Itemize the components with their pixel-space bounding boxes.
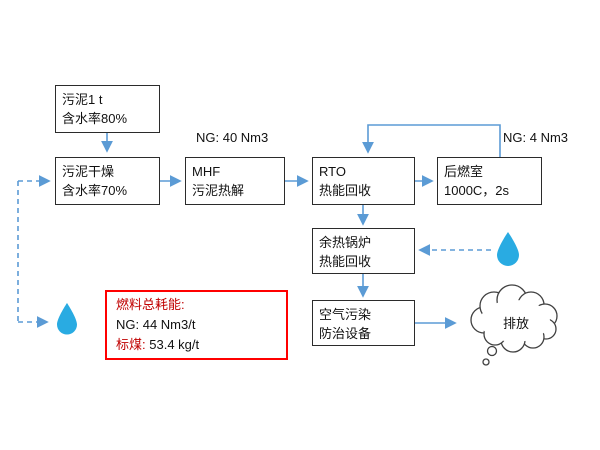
box-mhf-line1: MHF xyxy=(192,164,221,179)
arrow-afterburner-return-to-rto xyxy=(362,124,501,157)
box-sludge-input-line2: 含水率80% xyxy=(62,111,128,126)
box-rto-line1: RTO xyxy=(319,164,346,179)
box-sludge-drying-line2: 含水率70% xyxy=(62,183,128,198)
label-ng-afterburner: NG: 4 Nm3 xyxy=(503,130,569,145)
fuel-summary-title: 燃料总耗能: xyxy=(116,297,185,312)
fuel-summary-coal-value: 53.4 kg/t xyxy=(149,337,200,352)
box-waste-heat-boiler-line1: 余热锅炉 xyxy=(319,235,372,250)
box-sludge-input-line1: 污泥1 t xyxy=(62,92,103,107)
fuel-summary-coal-label: 标煤: xyxy=(116,337,146,352)
box-air-pollution-control-line1: 空气污染 xyxy=(319,307,372,322)
box-waste-heat-boiler-line2: 热能回收 xyxy=(319,254,372,269)
label-ng-mhf: NG: 40 Nm3 xyxy=(196,130,269,145)
box-afterburner-line1: 后燃室 xyxy=(444,164,484,179)
fuel-summary-box: 燃料总耗能: NG: 44 Nm3/t 标煤: 53.4 kg/t xyxy=(105,290,288,360)
box-rto-line2: 热能回收 xyxy=(319,183,372,198)
box-mhf: MHF 污泥热解 xyxy=(185,157,285,205)
emission-cloud-label: 排放 xyxy=(502,316,529,331)
box-rto: RTO 热能回收 xyxy=(312,157,415,205)
box-sludge-input: 污泥1 t 含水率80% xyxy=(55,85,160,133)
box-afterburner-line2: 1000C，2s xyxy=(444,183,510,198)
box-air-pollution-control: 空气污染 防治设备 xyxy=(312,300,415,346)
fuel-summary-ng: NG: 44 Nm3/t xyxy=(116,317,196,332)
fuel-summary-coal: 标煤: 53.4 kg/t xyxy=(116,335,277,355)
box-air-pollution-control-line2: 防治设备 xyxy=(319,326,372,341)
box-sludge-drying: 污泥干燥 含水率70% xyxy=(55,157,160,205)
box-waste-heat-boiler: 余热锅炉 热能回收 xyxy=(312,228,415,274)
box-mhf-line2: 污泥热解 xyxy=(192,183,245,198)
box-sludge-drying-line1: 污泥干燥 xyxy=(62,164,115,179)
water-droplet-icon-right xyxy=(497,232,519,266)
box-afterburner: 后燃室 1000C，2s xyxy=(437,157,542,205)
water-droplet-icon-left xyxy=(57,303,77,335)
